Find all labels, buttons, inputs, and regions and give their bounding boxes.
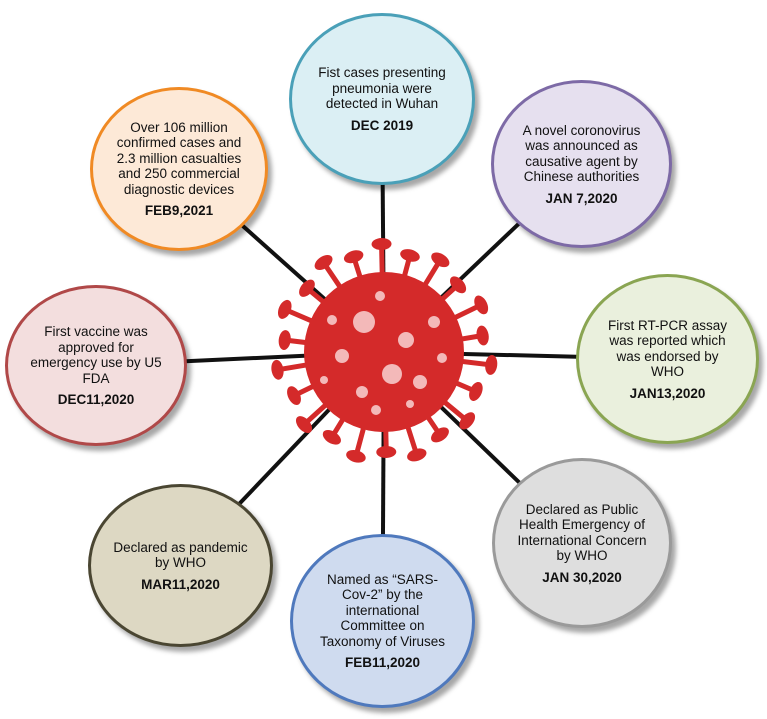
- virus-spike-cap: [474, 295, 489, 315]
- virus-spike-cap: [322, 430, 341, 445]
- virus-spot: [327, 315, 337, 325]
- event-date: DEC 2019: [350, 117, 414, 133]
- virus-spike-cap: [314, 255, 333, 270]
- event-description: Over 106 million confirmed cases and 2.3…: [116, 119, 242, 197]
- virus-spike-cap: [277, 299, 292, 319]
- virus-spot: [375, 291, 385, 301]
- event-description: First RT-PCR assay was reported which wa…: [607, 317, 727, 380]
- event-date: FEB9,2021: [144, 203, 214, 219]
- virus-spot: [353, 311, 375, 333]
- virus-spike-cap: [278, 330, 291, 350]
- virus-spot: [398, 332, 414, 348]
- event-date: DEC11,2020: [57, 392, 135, 407]
- virus-spot: [320, 376, 328, 384]
- virus-spike-cap: [376, 445, 397, 458]
- event-jan-13-2020: First RT-PCR assay was reported which wa…: [576, 274, 759, 444]
- virus-spike-cap: [450, 276, 467, 294]
- event-date: JAN 30,2020: [542, 569, 622, 585]
- virus-spike-cap: [400, 249, 420, 262]
- event-date: FEB11,2020: [344, 655, 421, 671]
- virus-spike-cap: [295, 416, 313, 433]
- event-description: Named as “SARS-Cov-2” by the internation…: [319, 571, 446, 649]
- event-jan-30-2020: Declared as Public Health Emergency of I…: [492, 458, 672, 628]
- virus-spike-cap: [343, 250, 364, 264]
- event-description: Declared as pandemic by WHO: [113, 539, 248, 571]
- virus-spike-cap: [346, 449, 366, 463]
- event-jan-7-2020: A novel coronovirus was announced as cau…: [491, 80, 672, 248]
- event-description: Fist cases presenting pneumonia were det…: [318, 65, 446, 112]
- virus-spot: [413, 375, 427, 389]
- event-feb-9-2021: Over 106 million confirmed cases and 2.3…: [90, 87, 268, 251]
- virus-spot: [406, 400, 414, 408]
- event-description: Declared as Public Health Emergency of I…: [517, 501, 647, 564]
- virus-spot: [437, 353, 447, 363]
- event-dec-11-2020: First vaccine was approved for emergency…: [5, 285, 187, 446]
- event-date: JAN13,2020: [629, 385, 706, 401]
- event-mar-11-2020: Declared as pandemic by WHO MAR11,2020: [88, 484, 273, 647]
- virus-spike-cap: [271, 359, 284, 380]
- virus-spike-cap: [476, 325, 489, 346]
- virus-spot: [371, 405, 381, 415]
- virus-spike-cap: [459, 412, 476, 430]
- virus-spot: [356, 386, 368, 398]
- event-dec-2019: Fist cases presenting pneumonia were det…: [289, 13, 475, 185]
- event-date: MAR11,2020: [141, 576, 220, 592]
- virus-spot: [382, 364, 402, 384]
- event-date: JAN 7,2020: [545, 190, 618, 206]
- virus-spike-cap: [299, 279, 315, 297]
- event-feb-11-2020: Named as “SARS-Cov-2” by the internation…: [290, 534, 475, 708]
- virus-spike-cap: [287, 386, 301, 405]
- virus-spot: [335, 349, 349, 363]
- virus-spike-cap: [469, 381, 483, 401]
- virus-spike-cap: [407, 448, 427, 462]
- virus-spike-cap: [371, 238, 392, 251]
- virus-spike-cap: [431, 427, 449, 443]
- virus-spot: [428, 316, 440, 328]
- event-description: A novel coronovirus was announced as cau…: [522, 122, 641, 185]
- virus-spike-cap: [485, 354, 498, 375]
- virus-body: [304, 272, 464, 432]
- virus-spike-cap: [431, 252, 450, 268]
- event-description: First vaccine was approved for emergency…: [30, 324, 162, 386]
